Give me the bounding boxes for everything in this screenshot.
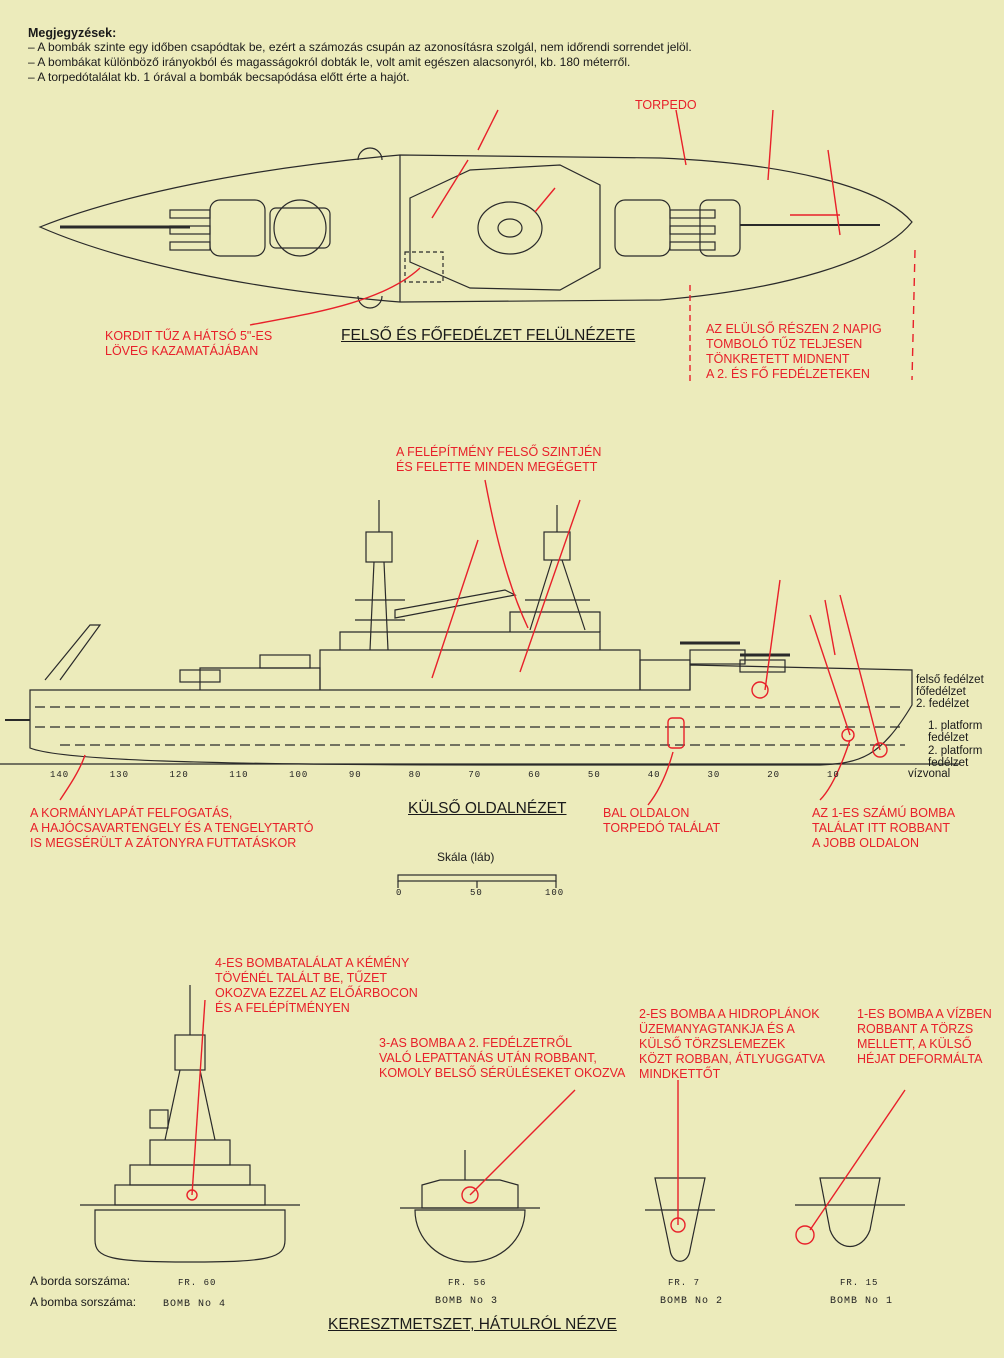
fire-label-line-4: A 2. ÉS FŐ FEDÉLZETEKEN <box>706 367 870 381</box>
rudder-label-line-1: A KORMÁNYLAPÁT FELFOGATÁS, <box>30 806 233 820</box>
top-view-title: FELSŐ ÉS FŐFEDÉLZET FELÜLNÉZETE <box>341 327 636 344</box>
fire-label-line-2: TOMBOLÓ TŰZ TELJESEN <box>706 337 863 351</box>
kordit-label-line-1: KORDIT TŰZ A HÁTSÓ 5"-ES <box>105 329 273 343</box>
scale-tick-100: 100 <box>545 888 565 898</box>
bomb3-label-line-3: KOMOLY BELSŐ SÉRÜLÉSEKET OKOZVA <box>379 1066 626 1080</box>
bomb1-label-line-3: MELLETT, A KÜLSŐ <box>857 1037 972 1051</box>
bomb3-label-line-2: VALÓ LEPATTANÁS UTÁN ROBBANT, <box>379 1051 597 1065</box>
note-line-3: – A torpedótalálat kb. 1 órával a bombák… <box>28 70 410 84</box>
scale-tick-0: 0 <box>396 888 403 898</box>
scale-bar <box>397 874 557 888</box>
frame-label-4: FR. 60 <box>178 1278 217 1288</box>
frame-number-80: 80 <box>408 770 422 780</box>
bomb1-side-label-line-3: A JOBB OLDALON <box>812 836 919 850</box>
bomb4-label-line-1: 4-ES BOMBATALÁLAT A KÉMÉNY <box>215 956 410 970</box>
frame-number-130: 130 <box>109 770 129 780</box>
frame-label-3: FR. 56 <box>448 1278 487 1288</box>
scale-tick-50: 50 <box>470 888 483 898</box>
torpedo-hit-label-line-2: TORPEDÓ TALÁLAT <box>603 821 721 835</box>
fire-label-line-3: TÖNKRETETT MIDNENT <box>706 352 850 366</box>
note-line-1: – A bombák szinte egy időben csapódtak b… <box>28 40 692 54</box>
side-view-hull <box>0 500 960 766</box>
notes-heading: Megjegyzések: <box>28 26 117 40</box>
frame-number-60: 60 <box>528 770 541 780</box>
bomb-label-2: BOMB No 2 <box>660 1296 724 1307</box>
deck-label-upper: felső fedélzet <box>916 674 984 686</box>
bomb4-label-line-3: OKOZVA EZZEL AZ ELŐÁRBOCON <box>215 986 418 1000</box>
frame-number-90: 90 <box>348 770 362 780</box>
bomb1-side-label-line-1: AZ 1-ES SZÁMÚ BOMBA <box>812 806 956 820</box>
frame-number-10: 10 <box>827 770 840 780</box>
bomb3-label-line-1: 3-AS BOMBA A 2. FEDÉLZETRŐL <box>379 1036 573 1050</box>
bomb1-label-line-1: 1-ES BOMBA A VÍZBEN <box>857 1007 992 1021</box>
bomb-label-4: BOMB No 4 <box>163 1299 227 1310</box>
deck-label-platform1-deck: fedélzet <box>928 732 969 744</box>
frame-label-1: FR. 15 <box>840 1278 879 1288</box>
deck-label-platform1: 1. platform <box>928 720 983 732</box>
rudder-label-line-2: A HAJÓCSAVARTENGELY ÉS A TENGELYTARTÓ <box>30 821 314 835</box>
annotation-lines <box>59 109 916 1245</box>
bomb2-label-line-4: KÖZT ROBBAN, ÁTLYUGGATVA <box>639 1052 825 1066</box>
bomb2-label-line-3: KÜLSŐ TÖRZSLEMEZEK <box>639 1037 786 1051</box>
deck-label-platform2-deck: fedélzet <box>928 757 969 769</box>
note-line-2: – A bombákat különböző irányokból és mag… <box>28 55 631 69</box>
bomb-row-label: A bomba sorszáma: <box>30 1295 137 1309</box>
bomb2-label-line-2: ÜZEMANYAGTANKJA ÉS A <box>639 1022 795 1036</box>
bomb1-label-line-2: ROBBANT A TÖRZS <box>857 1022 974 1036</box>
kordit-label-line-2: LÖVEG KAZAMATÁJÁBAN <box>105 344 259 358</box>
frame-number-70: 70 <box>468 770 482 780</box>
cross-section-fr56 <box>400 1150 540 1263</box>
frame-number-50: 50 <box>587 770 601 780</box>
frame-label-2: FR. 7 <box>668 1278 701 1288</box>
cross-section-title: KERESZTMETSZET, HÁTULRÓL NÉZVE <box>328 1316 617 1333</box>
superstructure-label-line-1: A FELÉPÍTMÉNY FELSŐ SZINTJÉN <box>396 445 602 459</box>
bomb-label-3: BOMB No 3 <box>435 1296 499 1307</box>
deck-label-second: 2. fedélzet <box>916 698 970 710</box>
bomb1-side-label-line-2: TALÁLAT ITT ROBBANT <box>812 821 950 835</box>
deck-label-waterline: vízvonal <box>908 768 951 780</box>
frame-number-140: 140 <box>50 770 70 780</box>
frame-number-40: 40 <box>647 770 661 780</box>
bomb2-label-line-5: MINDKETTŐT <box>639 1067 721 1081</box>
bomb-label-1: BOMB No 1 <box>830 1296 894 1307</box>
frame-row-label: A borda sorszáma: <box>30 1274 131 1288</box>
bomb2-label-line-1: 2-ES BOMBA A HIDROPLÁNOK <box>639 1007 820 1021</box>
frame-number-100: 100 <box>289 770 309 780</box>
frame-number-20: 20 <box>767 770 781 780</box>
deck-label-main: főfedélzet <box>916 686 966 698</box>
superstructure-label-line-2: ÉS FELETTE MINDEN MEGÉGETT <box>396 460 598 474</box>
cross-section-fr7 <box>645 1177 715 1262</box>
frame-number-110: 110 <box>229 770 249 780</box>
top-view-hull <box>38 147 913 309</box>
bomb4-label-line-4: ÉS A FELÉPÍTMÉNYEN <box>215 1001 350 1015</box>
scale-label: Skála (láb) <box>437 850 495 864</box>
torpedo-label: TORPEDO <box>635 98 697 112</box>
cross-section-fr15 <box>795 1177 905 1247</box>
frame-number-30: 30 <box>707 770 721 780</box>
fire-label-line-1: AZ ELÜLSŐ RÉSZEN 2 NAPIG <box>706 322 882 336</box>
side-view-title: KÜLSŐ OLDALNÉZET <box>408 800 567 817</box>
torpedo-hit-label-line-1: BAL OLDALON <box>603 806 690 820</box>
frame-number-120: 120 <box>169 770 189 780</box>
bomb1-label-line-4: HÉJAT DEFORMÁLTA <box>857 1052 983 1066</box>
cross-section-fr60 <box>80 985 300 1263</box>
deck-label-platform2: 2. platform <box>928 745 983 757</box>
rudder-label-line-3: IS MEGSÉRÜLT A ZÁTONYRA FUTTATÁSKOR <box>30 836 297 850</box>
bomb4-label-line-2: TÖVÉNÉL TALÁLT BE, TŰZET <box>215 971 388 985</box>
